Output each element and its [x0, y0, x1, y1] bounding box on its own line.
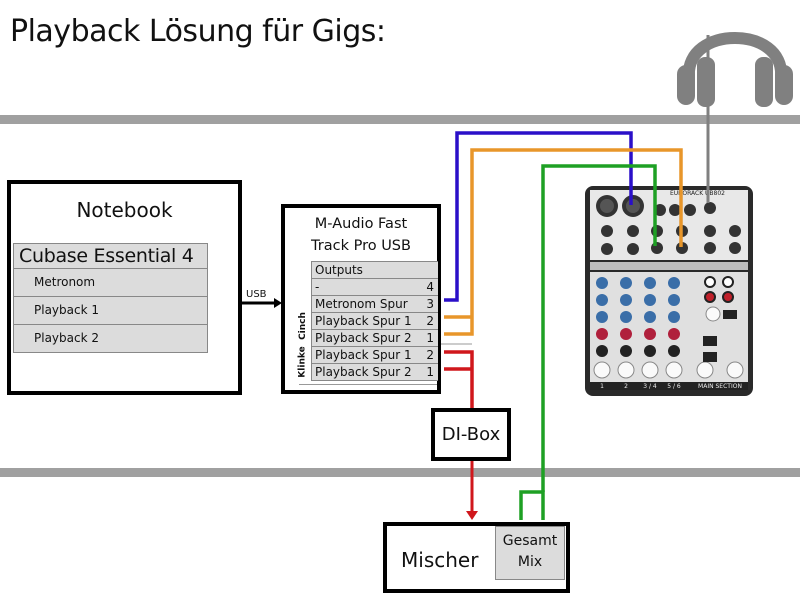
mixer-channel-label: 1: [600, 383, 604, 390]
notebook-title: Notebook: [76, 198, 173, 222]
arrow-head-icon: [466, 511, 478, 520]
interface-title-line2: Track Pro USB: [311, 238, 411, 254]
mixer-channel-label: 5 / 6: [667, 383, 681, 390]
stage-band-bottom: [0, 468, 800, 477]
mixer-channel-label: 2: [624, 383, 628, 390]
mixer-channel-label: MAIN SECTION: [698, 383, 742, 390]
output-name: Playback Spur 2: [315, 365, 412, 379]
mischer-box: Mischer Gesamt Mix: [383, 522, 570, 593]
track-item: Playback 2: [34, 331, 99, 345]
behringer-mixer-image: EURORACK UB802 1 2 3 / 4 5 / 6 MAIN SECT…: [585, 186, 753, 396]
output-channel: 3: [426, 297, 434, 311]
mischer-label: Mischer: [401, 548, 479, 572]
klinke-group-label: Klinke: [297, 346, 308, 378]
track-item: Metronom: [14, 269, 207, 297]
interface-title-line1: M-Audio Fast: [314, 216, 408, 232]
output-channel: 2: [426, 314, 434, 328]
outputs-header: Outputs: [312, 261, 438, 279]
gesamt-mix-input: Gesamt Mix: [495, 526, 565, 580]
mixer-brand: EURORACK UB802: [670, 190, 725, 197]
output-row: Playback Spur 2 1: [312, 330, 438, 347]
output-row: Playback Spur 2 1: [312, 364, 438, 381]
track-item: Playback 1: [14, 297, 207, 325]
cinch-group-label: Cinch: [297, 312, 308, 340]
output-channel: 1: [426, 365, 434, 379]
output-channel: 4: [426, 280, 434, 294]
gesamt-mix-cable: [541, 164, 657, 492]
output-row: Playback Spur 1 2: [312, 313, 438, 330]
audio-interface-box: M-Audio Fast Track Pro USB Outputs -4 Me…: [281, 204, 441, 394]
output-row: -4: [312, 279, 438, 296]
stage-band-top: [0, 115, 800, 124]
output-row: Playback Spur 1 2: [312, 347, 438, 364]
arrow-head-icon: [274, 298, 282, 308]
cubase-panel: Cubase Essential 4 Metronom Playback 1 P…: [13, 243, 208, 353]
gesamt-mix-cable-split: [519, 490, 545, 520]
di-box: DI-Box: [431, 408, 511, 461]
output-name: Metronom Spur: [315, 297, 408, 311]
mixer-channel-label: 3 / 4: [643, 383, 657, 390]
output-row: Metronom Spur 3: [312, 296, 438, 313]
page-title: Playback Lösung für Gigs:: [10, 14, 386, 49]
playback-klinke-cable-1: [444, 350, 474, 408]
output-channel: 2: [426, 348, 434, 362]
metronome-cable: [444, 131, 633, 302]
output-name: -: [315, 280, 320, 294]
output-name: Playback Spur 1: [315, 348, 412, 362]
interface-title: M-Audio Fast Track Pro USB: [285, 213, 437, 257]
cubase-title: Cubase Essential 4: [14, 244, 207, 269]
playback-cinch-cable-2: [444, 148, 683, 336]
usb-label: USB: [246, 289, 267, 300]
headphones-icon: [677, 32, 793, 107]
notebook-box: Notebook Cubase Essential 4 Metronom Pla…: [7, 180, 242, 395]
output-name: Playback Spur 1: [315, 314, 412, 328]
output-name: Playback Spur 2: [315, 331, 412, 345]
output-channel: 1: [426, 331, 434, 345]
table-bottom-line: [299, 384, 437, 385]
